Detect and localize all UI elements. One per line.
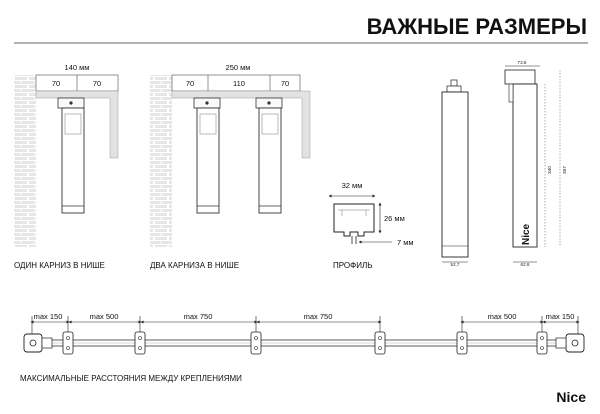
- single-seg-b: 70: [93, 79, 101, 88]
- mount-bracket: [62, 331, 74, 355]
- page-title: ВАЖНЫЕ РАЗМЕРЫ: [367, 14, 587, 39]
- brick-wall: [14, 75, 36, 247]
- side-top-dim: 73.8: [518, 60, 527, 65]
- mount-bracket: [134, 331, 146, 355]
- span-dimensions: [30, 316, 580, 345]
- motor-front-view: [441, 91, 469, 258]
- motor-views: 52.7 73.8 Nice 62.8 340 357: [441, 60, 567, 267]
- track-caption: МАКСИМАЛЬНЫЕ РАССТОЯНИЯ МЕЖДУ КРЕПЛЕНИЯМ…: [20, 374, 242, 383]
- profile-drawing: 32 мм 26 мм 7 мм ПРОФИЛЬ: [328, 181, 414, 270]
- profile-gap-dim: 7 мм: [397, 238, 414, 247]
- double-seg-c: 70: [281, 79, 289, 88]
- single-niche-caption: ОДИН КАРНИЗ В НИШЕ: [14, 261, 105, 270]
- brick-wall: [150, 75, 172, 247]
- single-seg-a: 70: [52, 79, 60, 88]
- mount-bracket: [374, 331, 386, 355]
- brand-logo: Nice: [556, 389, 586, 405]
- double-seg-a: 70: [186, 79, 194, 88]
- single-total-dim: 140 мм: [65, 63, 90, 72]
- motor-body-left: [196, 107, 220, 214]
- single-niche-drawing: 140 мм 70 70 ОДИН КАРНИЗ В НИШЕ: [14, 63, 119, 270]
- profile-height-dim: 26 мм: [384, 214, 405, 223]
- profile-caption: ПРОФИЛЬ: [333, 261, 372, 270]
- span-label-4: max 750: [304, 312, 333, 321]
- double-total-dim: 250 мм: [226, 63, 251, 72]
- height-total-dim: 357: [562, 166, 567, 174]
- motor-nice-logo: Nice: [521, 223, 532, 245]
- span-label-3: max 750: [184, 312, 213, 321]
- mount-bracket: [250, 331, 262, 355]
- motor-body-right: [258, 107, 282, 214]
- height-inner-dim: 340: [547, 166, 552, 174]
- double-seg-b: 110: [233, 79, 245, 88]
- span-label-5: max 500: [488, 312, 517, 321]
- front-width-dim: 52.7: [451, 262, 460, 267]
- motor-body-single: [61, 107, 85, 214]
- profile-width-dim: 32 мм: [342, 181, 363, 190]
- mount-bracket: [536, 331, 548, 355]
- double-niche-caption: ДВА КАРНИЗА В НИШЕ: [150, 261, 239, 270]
- side-bottom-dim: 62.8: [521, 262, 530, 267]
- motor-side-view: [512, 83, 538, 248]
- track-drawing: max 150 max 500 max 750 max 750 max 500 …: [20, 312, 585, 383]
- double-niche-drawing: 250 мм 70 110 70 ДВА КАРНИЗА В НИШЕ: [150, 63, 311, 270]
- span-label-6: max 150: [546, 312, 575, 321]
- span-label-2: max 500: [90, 312, 119, 321]
- end-cap-right: [555, 333, 585, 353]
- end-cap-left: [23, 333, 53, 353]
- span-label-1: max 150: [34, 312, 63, 321]
- mount-bracket: [456, 331, 468, 355]
